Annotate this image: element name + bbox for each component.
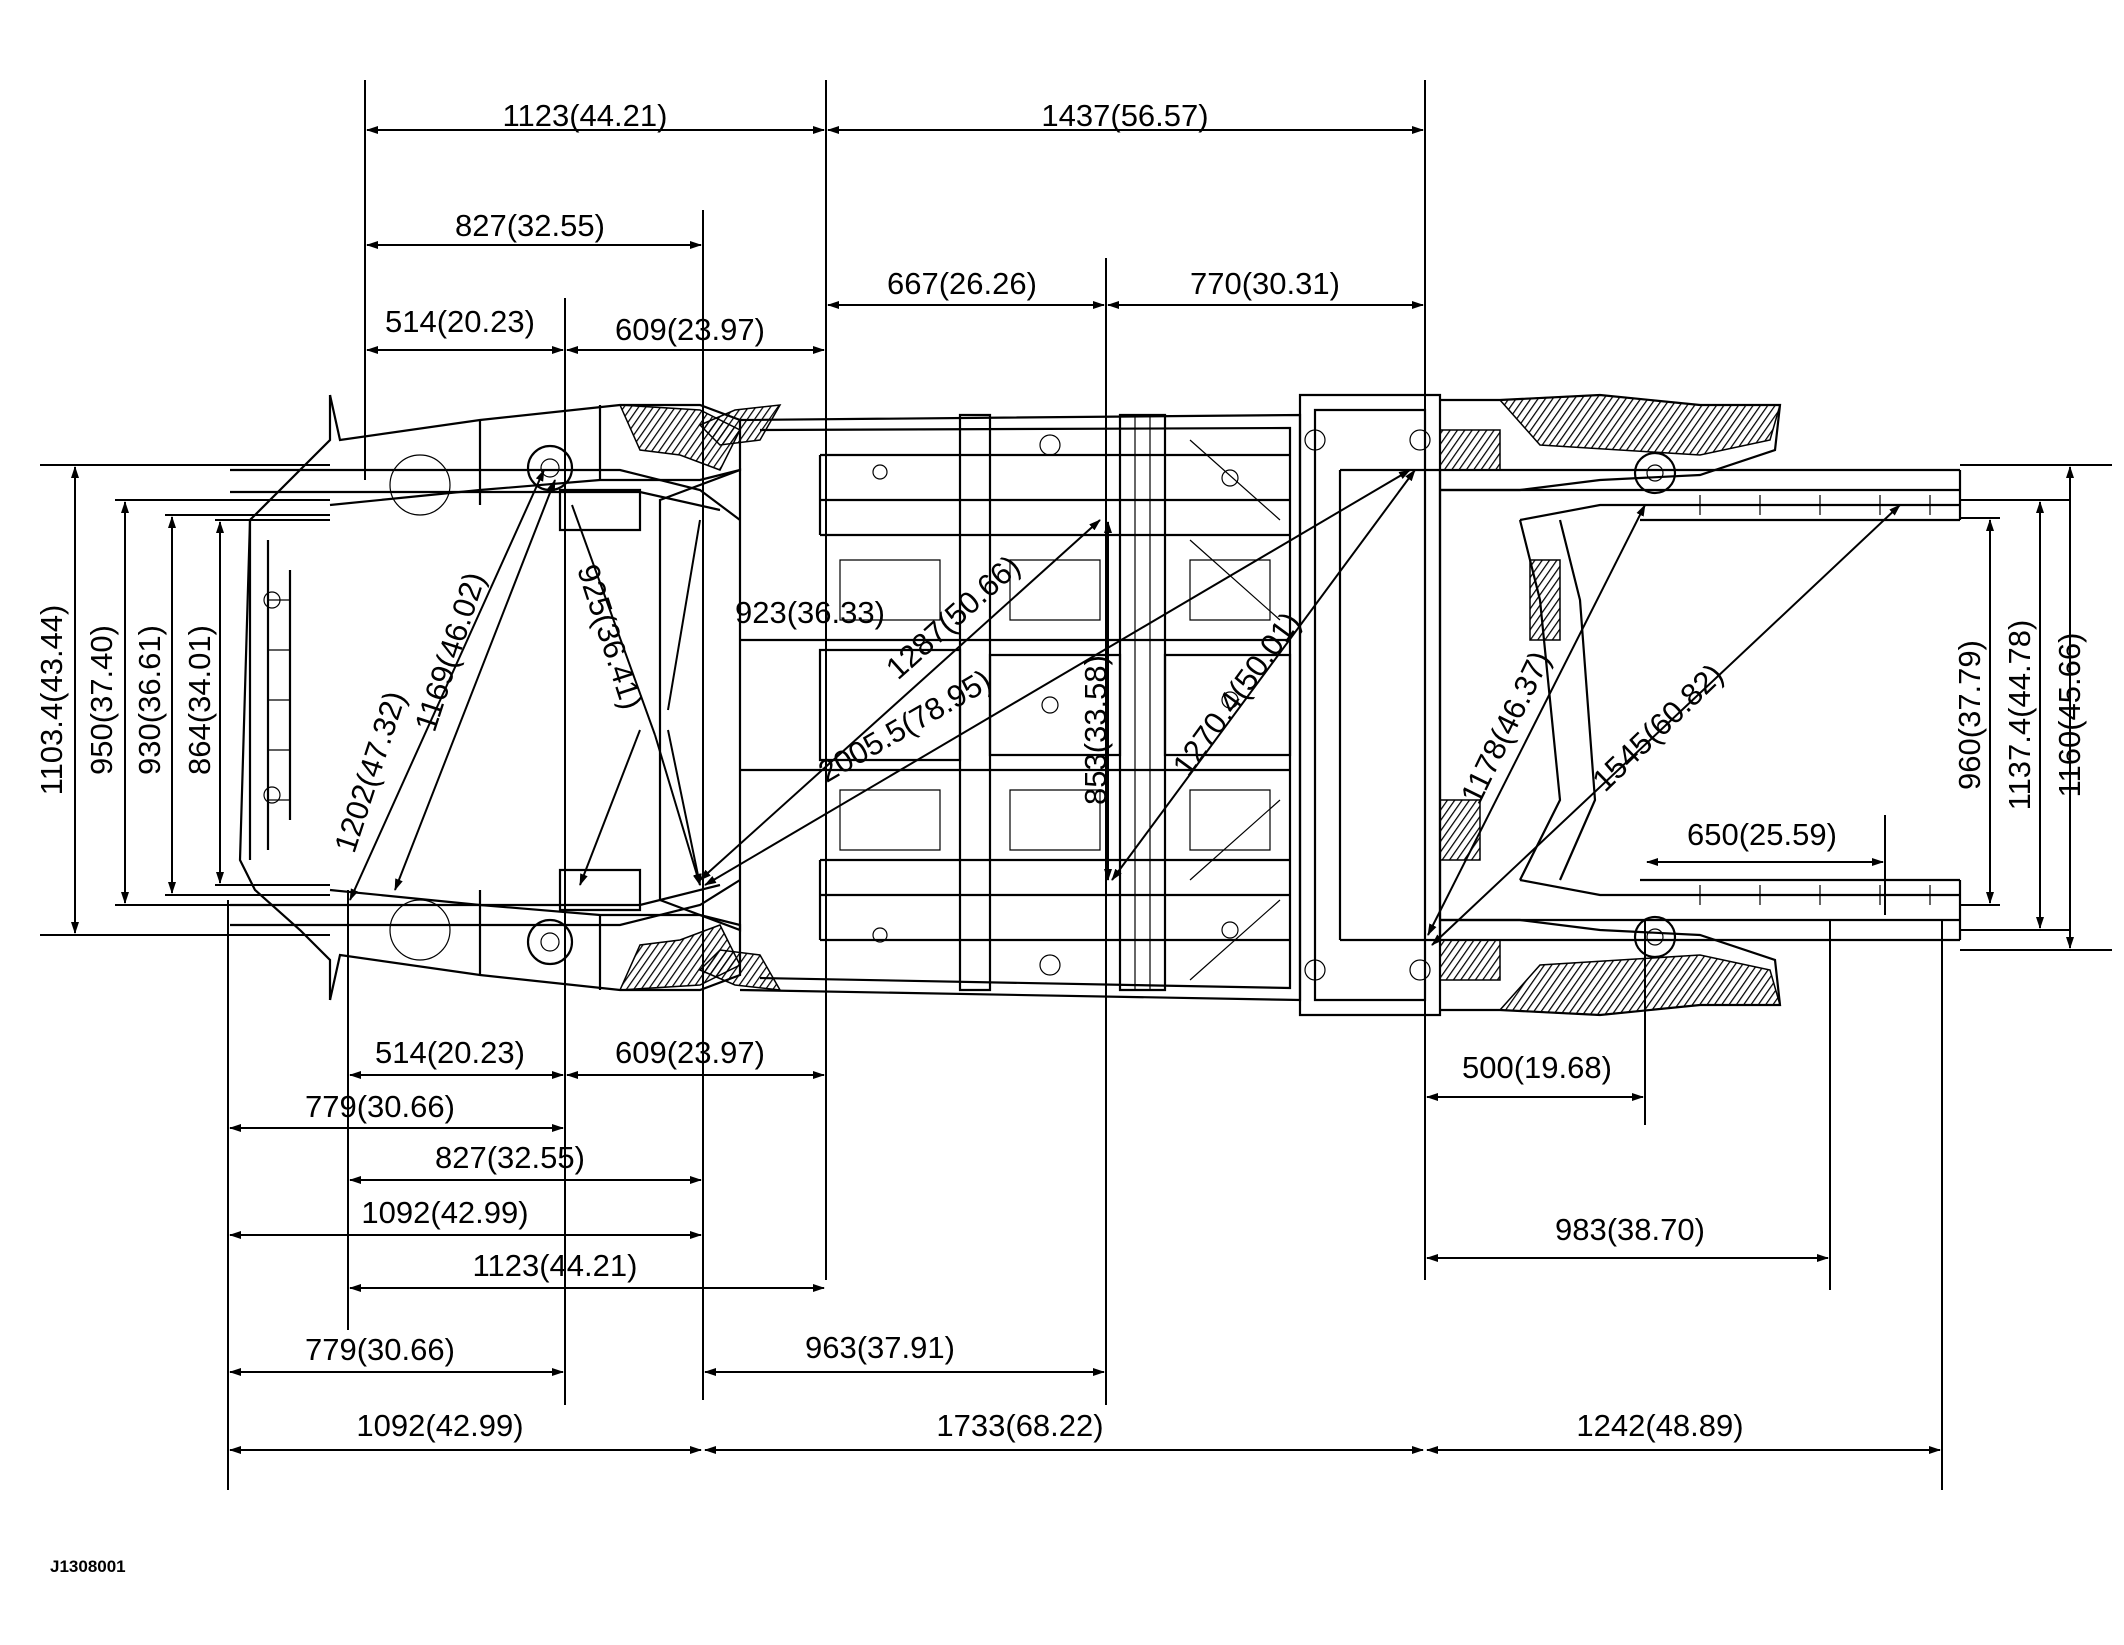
dim-1123-bottom: 1123(44.21) [473, 1248, 638, 1283]
dim-1733: 1733(68.22) [936, 1408, 1103, 1443]
dim-514-top: 514(20.23) [385, 304, 535, 339]
dim-1103: 1103.4(43.44) [34, 605, 69, 796]
dim-1169: 1169(46.02) [408, 568, 492, 736]
dim-983: 983(38.70) [1555, 1212, 1705, 1247]
dim-827-top: 827(32.55) [455, 208, 605, 243]
dim-1437: 1437(56.57) [1041, 98, 1208, 133]
dim-1287: 1287(50.66) [879, 548, 1027, 686]
dim-1242: 1242(48.89) [1576, 1408, 1743, 1443]
dimension-lines [71, 126, 2074, 1454]
dim-770: 770(30.31) [1190, 266, 1340, 301]
dim-1160: 1160(45.66) [2052, 633, 2087, 798]
dim-514-bottom: 514(20.23) [375, 1035, 525, 1070]
dim-500: 500(19.68) [1462, 1050, 1612, 1085]
dim-1137: 1137.4(44.78) [2002, 620, 2037, 811]
dim-1092-a: 1092(42.99) [361, 1195, 528, 1230]
dim-1545: 1545(60.82) [1585, 657, 1730, 798]
diagonal-dimension-labels: 1202(47.32) 1169(46.02) 925(36.41) 923(3… [328, 548, 1730, 856]
left-dimension-labels: 1103.4(43.44) 950(37.40) 930(36.61) 864(… [34, 605, 217, 796]
dim-779-a: 779(30.66) [305, 1089, 455, 1124]
dim-950: 950(37.40) [84, 625, 119, 775]
dim-667: 667(26.26) [887, 266, 1037, 301]
dim-963: 963(37.91) [805, 1330, 955, 1365]
dim-925: 925(36.41) [570, 560, 650, 713]
right-dimension-labels: 960(37.79) 1137.4(44.78) 1160(45.66) 650… [1462, 620, 2087, 1247]
bottom-dimension-labels: 514(20.23) 609(23.97) 779(30.66) 827(32.… [305, 1035, 1744, 1443]
dim-609-bottom: 609(23.97) [615, 1035, 765, 1070]
dim-930: 930(36.61) [132, 625, 167, 775]
dim-1202: 1202(47.32) [328, 687, 413, 857]
dim-779-b: 779(30.66) [305, 1332, 455, 1367]
dim-609-top: 609(23.97) [615, 312, 765, 347]
dim-1123-top: 1123(44.21) [503, 98, 668, 133]
dim-923: 923(36.33) [735, 595, 885, 630]
dim-650: 650(25.59) [1687, 817, 1837, 852]
dim-827-bottom: 827(32.55) [435, 1140, 585, 1175]
dim-853: 853(33.58) [1078, 655, 1113, 805]
top-dimension-labels: 1123(44.21) 1437(56.57) 827(32.55) 667(2… [385, 98, 1340, 347]
drawing-code: J1308001 [50, 1557, 126, 1576]
dim-1092-b: 1092(42.99) [356, 1408, 523, 1443]
dim-864: 864(34.01) [182, 625, 217, 775]
dim-960: 960(37.79) [1952, 640, 1987, 790]
dim-1178: 1178(46.37) [1454, 646, 1558, 810]
